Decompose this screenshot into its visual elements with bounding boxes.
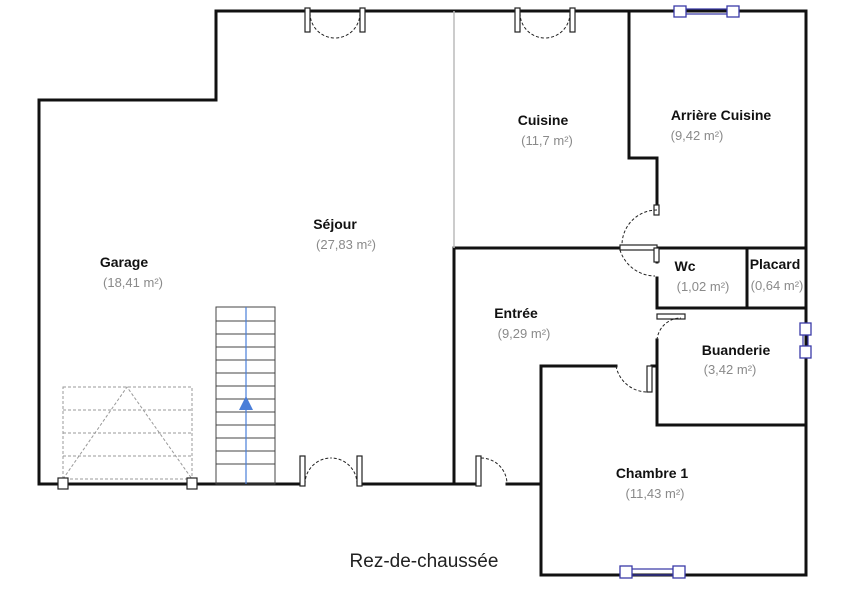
staircase — [215, 306, 276, 485]
room-name: Wc — [675, 258, 696, 274]
floor-label: Rez-de-chaussée — [350, 551, 499, 572]
room-entree: Entrée (9,29 m²) — [494, 305, 550, 341]
room-name: Entrée — [494, 305, 538, 321]
room-buanderie: Buanderie (3,42 m²) — [702, 342, 771, 377]
room-area: (18,41 m²) — [103, 275, 163, 290]
room-chambre-1: Chambre 1 (11,43 m²) — [616, 465, 689, 501]
room-area: (11,7 m²) — [521, 133, 573, 148]
room-wc: Wc (1,02 m²) — [675, 258, 730, 294]
room-arriere-cuisine: Arrière Cuisine (9,42 m²) — [671, 107, 772, 143]
room-sejour: Séjour (27,83 m²) — [313, 216, 376, 252]
room-name: Séjour — [313, 216, 357, 232]
walls — [37, 9, 808, 577]
room-name: Buanderie — [702, 342, 771, 358]
room-garage: Garage (18,41 m²) — [100, 254, 163, 290]
room-area: (11,43 m²) — [626, 486, 685, 501]
room-placard: Placard (0,64 m²) — [750, 256, 804, 293]
room-name: Garage — [100, 254, 148, 270]
garage-door — [57, 386, 198, 490]
room-name: Arrière Cuisine — [671, 107, 772, 123]
room-area: (9,29 m²) — [498, 326, 551, 341]
room-area: (0,64 m²) — [751, 278, 804, 293]
room-area: (27,83 m²) — [316, 237, 376, 252]
room-area: (9,42 m²) — [671, 128, 724, 143]
stair-arrow-icon — [239, 396, 253, 410]
room-area: (1,02 m²) — [677, 279, 730, 294]
room-cuisine: Cuisine (11,7 m²) — [518, 112, 573, 148]
room-name: Placard — [750, 256, 801, 272]
windows — [619, 5, 812, 579]
room-name: Chambre 1 — [616, 465, 689, 481]
doors — [299, 7, 686, 487]
room-name: Cuisine — [518, 112, 569, 128]
room-area: (3,42 m²) — [704, 362, 757, 377]
